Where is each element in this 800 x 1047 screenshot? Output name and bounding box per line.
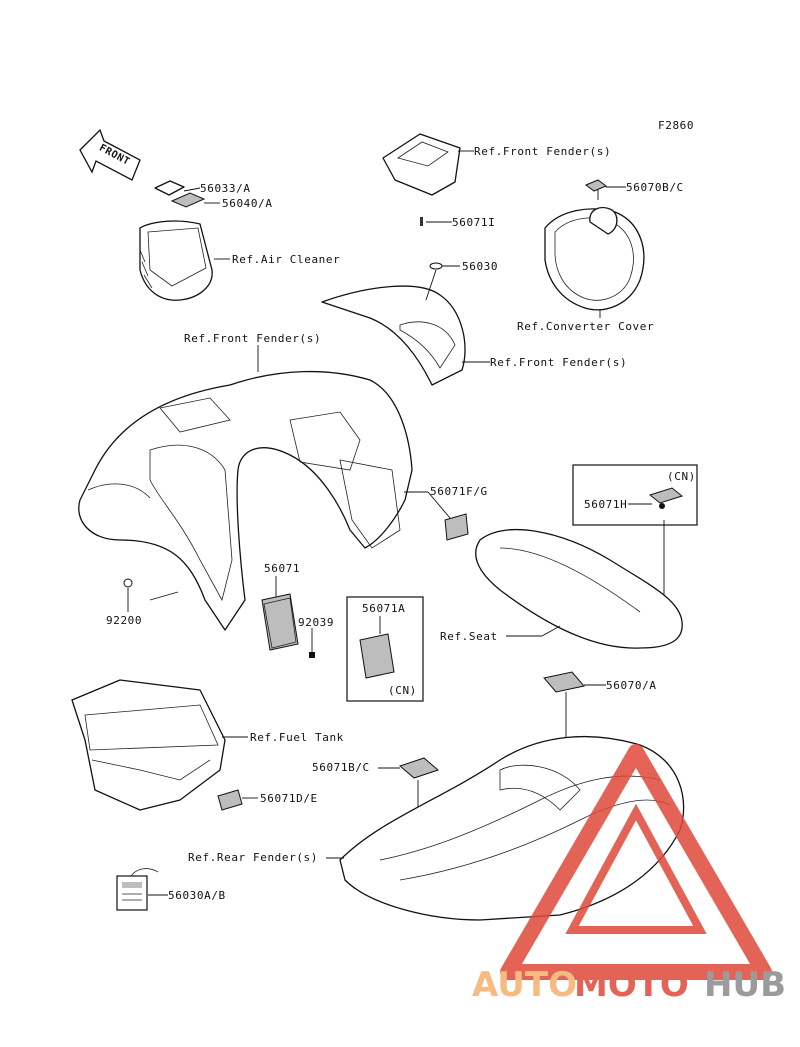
label-ref-fuel-tank: Ref.Fuel Tank xyxy=(250,731,344,744)
seat-part xyxy=(475,464,698,649)
label-56071de: 56071D/E xyxy=(260,792,318,805)
label-ref-seat: Ref.Seat xyxy=(440,630,498,643)
label-cn-box: (CN) xyxy=(388,684,417,697)
tag-part xyxy=(116,868,168,911)
watermark-text-hub: HUB xyxy=(704,965,786,1005)
label-56070bc: 56070B/C xyxy=(626,181,684,194)
label-ref-front-fender-left: Ref.Front Fender(s) xyxy=(184,332,321,345)
label-92039: 92039 xyxy=(298,616,334,629)
front-fender-main-part xyxy=(78,345,469,631)
figure-code: F2860 xyxy=(658,119,694,132)
label-ref-air-cleaner: Ref.Air Cleaner xyxy=(232,253,340,266)
fuel-tank-part xyxy=(71,679,258,811)
air-cleaner-assembly xyxy=(139,180,230,301)
watermark-text-moto: MOTO xyxy=(574,965,689,1005)
rear-fender-part xyxy=(326,671,685,921)
label-56071i: 56071I xyxy=(452,216,495,229)
front-fender-top-part xyxy=(382,133,474,226)
label-ref-rear-fender: Ref.Rear Fender(s) xyxy=(188,851,318,864)
label-ref-front-fender-top: Ref.Front Fender(s) xyxy=(474,145,611,158)
converter-cover-part xyxy=(429,179,645,318)
label-cn-top: (CN) xyxy=(667,470,696,483)
label-56071bc: 56071B/C xyxy=(312,761,370,774)
label-56030ab: 56030A/B xyxy=(168,889,226,902)
label-56033a: 56033/A xyxy=(200,182,251,195)
watermark-logo: AUTO MOTO HUB xyxy=(472,744,786,1005)
label-ref-front-fender-right: Ref.Front Fender(s) xyxy=(490,356,627,369)
label-56071fg: 56071F/G xyxy=(430,485,488,498)
label-56070a: 56070/A xyxy=(606,679,657,692)
label-56071: 56071 xyxy=(264,562,300,575)
front-fender-inner-right-part xyxy=(321,269,490,386)
watermark-text-auto: AUTO xyxy=(472,965,577,1005)
label-56030: 56030 xyxy=(462,260,498,273)
label-56071h: 56071H xyxy=(584,498,627,511)
label-56040a: 56040/A xyxy=(222,197,273,210)
label-ref-converter-cover: Ref.Converter Cover xyxy=(517,320,654,333)
label-56071a: 56071A xyxy=(362,602,405,615)
center-labels-part xyxy=(123,576,424,702)
label-92200: 92200 xyxy=(106,614,142,627)
front-arrow-icon: FRONT xyxy=(79,128,141,181)
